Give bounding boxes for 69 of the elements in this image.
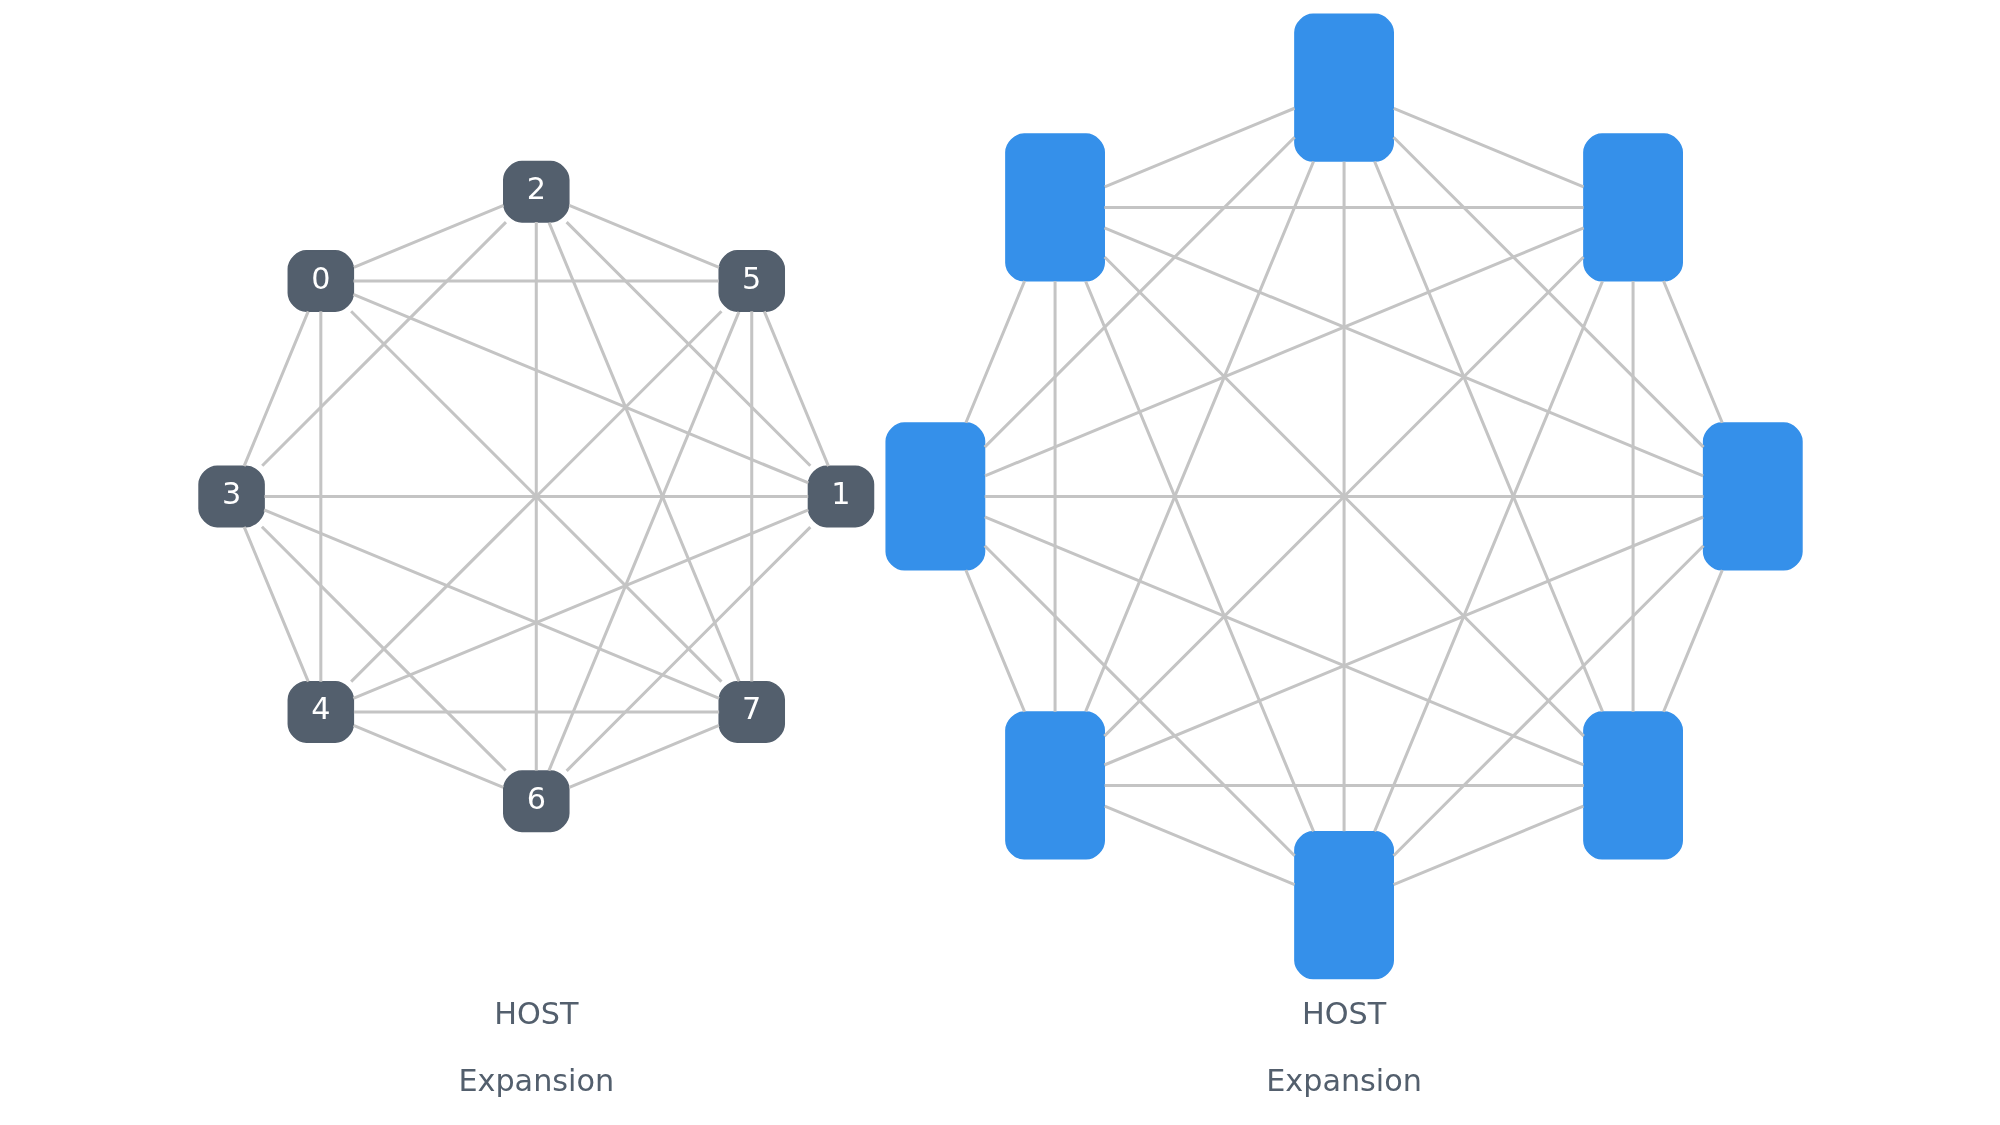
connector xyxy=(1372,280,1604,832)
label: Expansion xyxy=(457,1062,614,1098)
connector xyxy=(1103,515,1704,767)
connector xyxy=(260,525,507,772)
connector xyxy=(984,494,1703,498)
connector xyxy=(1103,205,1583,209)
node-box: 4 xyxy=(287,680,354,743)
node-box xyxy=(1293,13,1394,162)
node-box xyxy=(1004,711,1105,860)
label: Expansion xyxy=(1265,1062,1422,1098)
label: HOST xyxy=(493,996,578,1032)
node-box: 3 xyxy=(197,465,265,528)
connector xyxy=(983,544,1296,857)
connector xyxy=(1391,544,1705,857)
connector xyxy=(352,279,719,283)
connector xyxy=(352,724,504,789)
node-box: 2 xyxy=(502,160,570,223)
connector xyxy=(264,494,808,498)
connector xyxy=(1104,783,1584,787)
node-box xyxy=(1582,133,1683,282)
connector xyxy=(964,280,1026,424)
node-box: 5 xyxy=(717,250,785,312)
connector xyxy=(1083,160,1315,713)
connector xyxy=(749,311,753,682)
node-box: 6 xyxy=(502,770,570,833)
connector xyxy=(1661,569,1724,713)
node-box: 0 xyxy=(287,250,354,312)
connector xyxy=(318,311,322,682)
connector xyxy=(963,569,1026,713)
connector xyxy=(1391,136,1705,449)
connector xyxy=(1631,281,1635,712)
connector xyxy=(242,526,310,683)
connector xyxy=(1392,804,1584,887)
connector xyxy=(983,515,1584,767)
connector xyxy=(983,136,1296,449)
connector xyxy=(352,203,504,269)
node-box xyxy=(1582,711,1683,860)
connector xyxy=(547,311,740,772)
connector xyxy=(260,221,507,467)
connector xyxy=(547,222,740,682)
node-box: 7 xyxy=(717,680,785,743)
connector xyxy=(1103,106,1295,189)
connector xyxy=(1103,804,1295,887)
connector xyxy=(1372,160,1604,713)
connector xyxy=(565,526,811,772)
connector xyxy=(352,293,809,485)
connector xyxy=(983,226,1584,478)
connector xyxy=(568,724,720,789)
node-box xyxy=(884,422,985,571)
connector xyxy=(565,221,811,467)
connector xyxy=(352,508,809,700)
connector xyxy=(1342,161,1346,832)
connector xyxy=(1083,280,1315,832)
connector xyxy=(568,204,720,269)
connector xyxy=(762,310,830,467)
connector xyxy=(349,310,723,683)
node-box: 1 xyxy=(807,465,874,528)
connector xyxy=(263,508,720,700)
node-box xyxy=(1004,133,1105,282)
connector xyxy=(1103,226,1704,478)
connector xyxy=(242,310,310,467)
label: HOST xyxy=(1301,996,1386,1032)
connector xyxy=(353,710,719,714)
connector xyxy=(1053,281,1057,712)
connector xyxy=(1661,280,1724,424)
node-box xyxy=(1293,831,1394,980)
connector xyxy=(534,222,538,771)
node-box xyxy=(1702,422,1803,571)
connector xyxy=(1392,106,1584,189)
